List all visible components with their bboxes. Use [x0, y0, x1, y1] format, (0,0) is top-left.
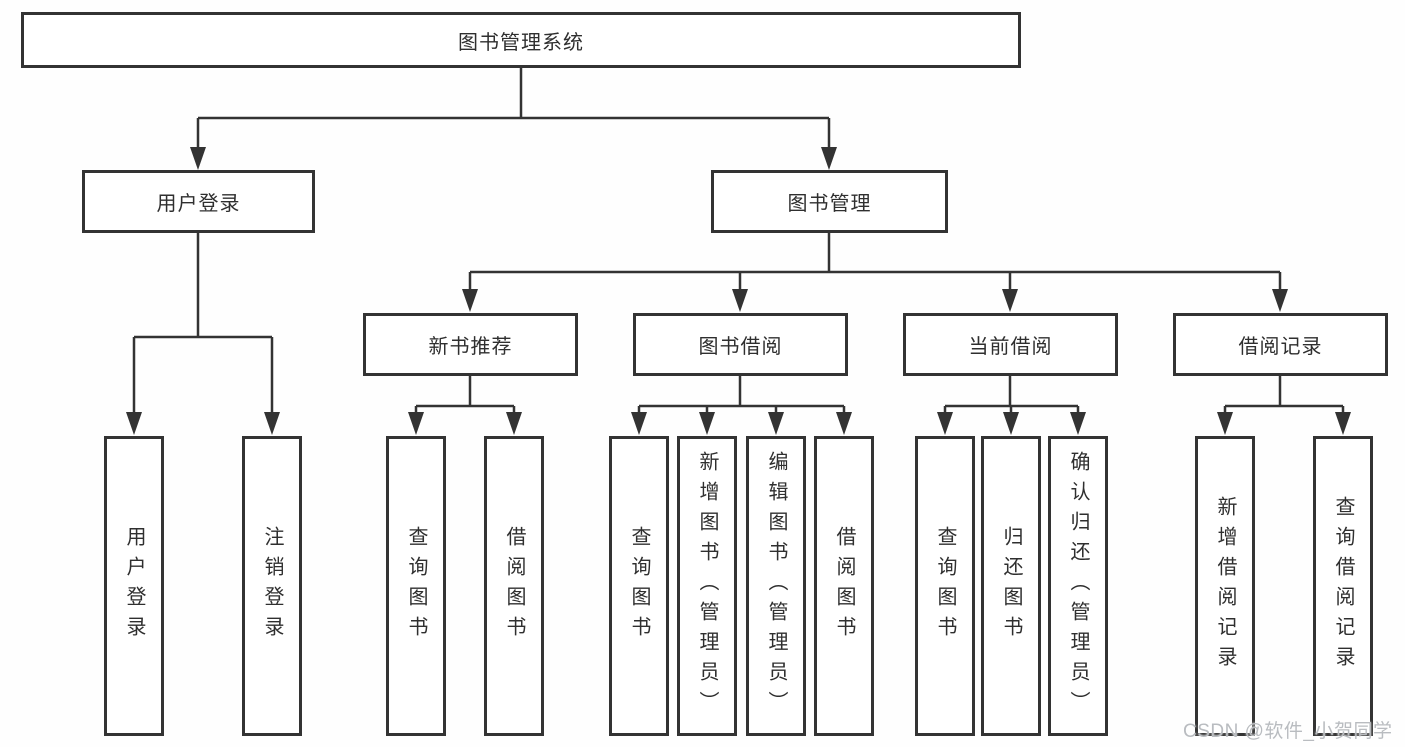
- tree-edges: [132, 68, 1345, 416]
- leaf-add-books-admin: 新增图书（管理员）: [677, 436, 737, 736]
- leaf-user-login: 用户登录: [104, 436, 164, 736]
- node-book-borrowing: 图书借阅: [633, 313, 848, 376]
- node-book-management: 图书管理: [711, 170, 948, 233]
- leaf-return-books: 归还图书: [981, 436, 1041, 736]
- node-library-management-system: 图书管理系统: [21, 12, 1021, 68]
- node-label: 查询图书: [405, 526, 427, 646]
- leaf-confirm-return-admin: 确认归还（管理员）: [1048, 436, 1108, 736]
- leaf-logout: 注销登录: [242, 436, 302, 736]
- node-label: 编辑图书（管理员）: [765, 451, 787, 721]
- node-label: 确认归还（管理员）: [1067, 451, 1089, 721]
- node-label: 查询图书: [934, 526, 956, 646]
- node-label: 新增借阅记录: [1214, 496, 1236, 676]
- leaf-edit-books-admin: 编辑图书（管理员）: [746, 436, 806, 736]
- node-label: 当前借阅: [968, 336, 1053, 358]
- node-label: 归还图书: [1000, 526, 1022, 646]
- leaf-borrow-books: 借阅图书: [484, 436, 544, 736]
- node-label: 用户登录: [156, 193, 241, 215]
- node-label: 用户登录: [123, 526, 145, 646]
- node-label: 借阅记录: [1238, 336, 1323, 358]
- node-user-login: 用户登录: [82, 170, 315, 233]
- leaf-query-books: 查询图书: [386, 436, 446, 736]
- csdn-watermark: CSDN @软件_小贺同学: [1183, 721, 1393, 742]
- leaf-add-borrow-record: 新增借阅记录: [1195, 436, 1255, 736]
- leaf-query-books: 查询图书: [609, 436, 669, 736]
- node-label: 借阅图书: [503, 526, 525, 646]
- node-label: 图书借阅: [698, 336, 783, 358]
- node-label: 图书管理系统: [458, 31, 584, 54]
- node-borrowing-records: 借阅记录: [1173, 313, 1388, 376]
- leaf-borrow-books: 借阅图书: [814, 436, 874, 736]
- leaf-query-books: 查询图书: [915, 436, 975, 736]
- node-label: 注销登录: [261, 526, 283, 646]
- node-label: 查询借阅记录: [1332, 496, 1354, 676]
- arrowheads: [126, 147, 1351, 435]
- node-label: 借阅图书: [833, 526, 855, 646]
- node-label: 查询图书: [628, 526, 650, 646]
- node-label: 新书推荐: [428, 336, 513, 358]
- node-label: 图书管理: [787, 193, 872, 215]
- node-current-borrowing: 当前借阅: [903, 313, 1118, 376]
- node-new-book-recommendation: 新书推荐: [363, 313, 578, 376]
- leaf-query-borrow-record: 查询借阅记录: [1313, 436, 1373, 736]
- node-label: 新增图书（管理员）: [696, 451, 718, 721]
